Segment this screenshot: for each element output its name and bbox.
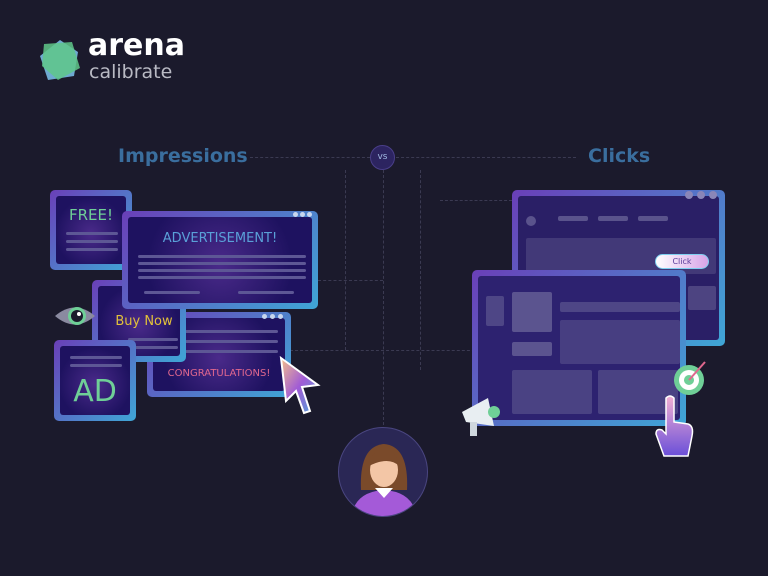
ad-window: AD <box>54 340 136 421</box>
clicks-heading: Clicks <box>588 145 651 167</box>
connector-line <box>383 170 384 425</box>
cursor-icon <box>279 355 321 415</box>
logo <box>38 38 82 82</box>
free-ad-window: FREE! <box>50 190 132 270</box>
connector-line <box>318 280 383 281</box>
connector-line <box>440 200 512 201</box>
eye-icon <box>55 307 95 325</box>
vs-badge: vs <box>370 145 395 170</box>
advertisement-ad-window: ADVERTISEMENT! <box>122 211 318 309</box>
front-browser-window <box>472 270 686 426</box>
connector-line <box>396 157 576 158</box>
congratulations-text: CONGRATULATIONS! <box>167 368 271 379</box>
megaphone-icon <box>462 398 500 436</box>
advertisement-text: ADVERTISEMENT! <box>162 231 278 246</box>
target-icon <box>674 361 706 395</box>
buy-now-text: Buy Now <box>115 314 173 329</box>
impressions-heading: Impressions <box>118 145 248 167</box>
click-button[interactable]: Click <box>655 254 709 269</box>
connector-line <box>345 170 346 350</box>
connector-line <box>290 350 480 351</box>
logo-star-icon <box>40 40 80 80</box>
connector-line <box>420 170 421 370</box>
logo-sub: calibrate <box>89 61 173 83</box>
ad-text: AD <box>73 374 117 409</box>
connector-line <box>250 157 370 158</box>
user-avatar <box>338 427 428 517</box>
pointing-hand-icon <box>655 395 694 457</box>
free-text: FREE! <box>68 206 114 224</box>
logo-word: arena <box>88 28 185 63</box>
